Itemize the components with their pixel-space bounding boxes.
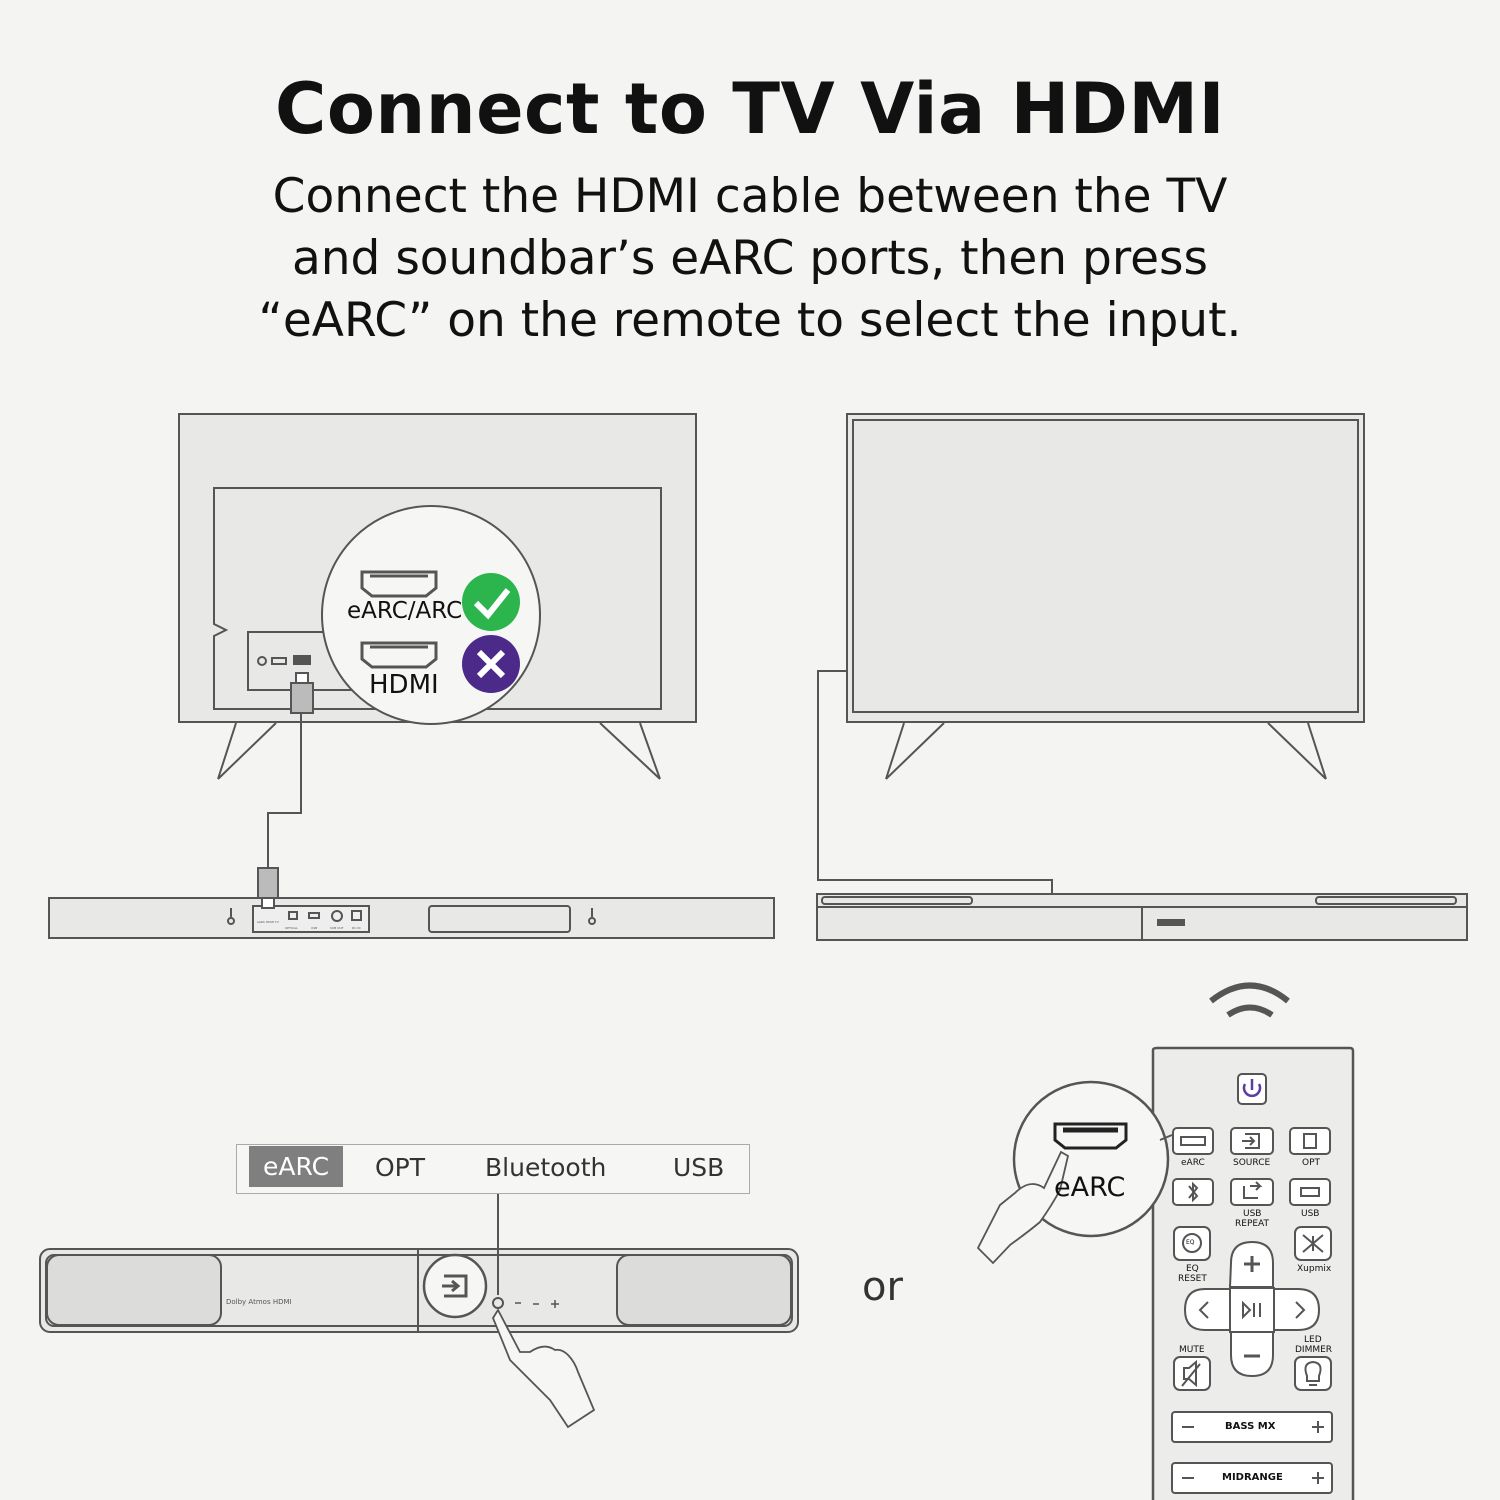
source-selector: eARC OPT Bluetooth USB — [236, 1144, 750, 1194]
instruction-text: Connect the HDMI cable between the TV an… — [150, 166, 1350, 352]
soundbar-front-top — [816, 893, 1468, 941]
source-earc[interactable]: eARC — [249, 1146, 344, 1187]
source-opt[interactable]: OPT — [375, 1153, 426, 1182]
remote-usb-repeat-label-2: REPEAT — [1235, 1219, 1270, 1229]
remote-bass-label: BASS MX — [1225, 1421, 1276, 1432]
remote-control — [1151, 1046, 1355, 1500]
hdmi-callout-icon — [1053, 1122, 1128, 1150]
instruction-line-1: Connect the HDMI cable between the TV — [272, 169, 1228, 224]
hand-icon — [491, 1308, 596, 1429]
source-usb[interactable]: USB — [673, 1153, 725, 1182]
or-text: or — [862, 1264, 903, 1310]
page-title: Connect to TV Via HDMI — [274, 68, 1226, 150]
signal-wave-icon — [1209, 982, 1290, 1004]
hdmi-label: HDMI — [369, 670, 439, 700]
remote-usb-label: USB — [1301, 1209, 1320, 1219]
remote-callout-label: eARC — [1054, 1172, 1126, 1203]
remote-eq-reset-label-1: EQ — [1186, 1264, 1199, 1274]
power-icon — [1242, 1079, 1262, 1098]
tv-front-view — [817, 413, 1365, 894]
source-icon — [442, 1274, 468, 1298]
instruction-line-2: and soundbar’s eARC ports, then press — [291, 231, 1209, 286]
port-label-sub: SUB OUT — [330, 926, 344, 930]
remote-earc-callout — [976, 1080, 1173, 1265]
check-icon — [462, 573, 520, 631]
remote-eq-reset-label-2: RESET — [1178, 1274, 1207, 1284]
remote-eq-icon-label: EQ — [1186, 1239, 1195, 1246]
instruction-line-3: “eARC” on the remote to select the input… — [258, 293, 1242, 348]
earc-port-icon — [360, 570, 438, 598]
port-label-optical: OPTICAL — [285, 926, 298, 930]
remote-mute-label: MUTE — [1179, 1345, 1205, 1355]
port-label-dc: DC IN — [352, 926, 361, 930]
remote-opt-label: OPT — [1302, 1158, 1321, 1168]
remote-midrange-label: MIDRANGE — [1222, 1472, 1283, 1483]
remote-xupmix-label: Xupmix — [1297, 1264, 1332, 1274]
earc-arc-label: eARC/ARC — [347, 598, 463, 624]
hdmi-port-icon — [360, 641, 438, 669]
port-label-earc: eARC HDMI TV — [257, 920, 279, 924]
remote-led-label-2: DIMMER — [1295, 1345, 1333, 1355]
port-label-usb: USB — [311, 926, 318, 930]
remote-usb-repeat-label-1: USB — [1243, 1209, 1262, 1219]
source-bluetooth[interactable]: Bluetooth — [485, 1153, 607, 1182]
hand-remote-icon — [976, 1150, 1070, 1265]
remote-led-label-1: LED — [1304, 1335, 1322, 1345]
remote-source-label: SOURCE — [1233, 1158, 1271, 1168]
brand-mark: Dolby Atmos HDMI — [226, 1298, 292, 1306]
port-callout — [321, 505, 541, 725]
soundbar-rear — [48, 867, 775, 939]
remote-earc-label: eARC — [1181, 1158, 1205, 1168]
soundbar-front — [39, 1193, 799, 1429]
